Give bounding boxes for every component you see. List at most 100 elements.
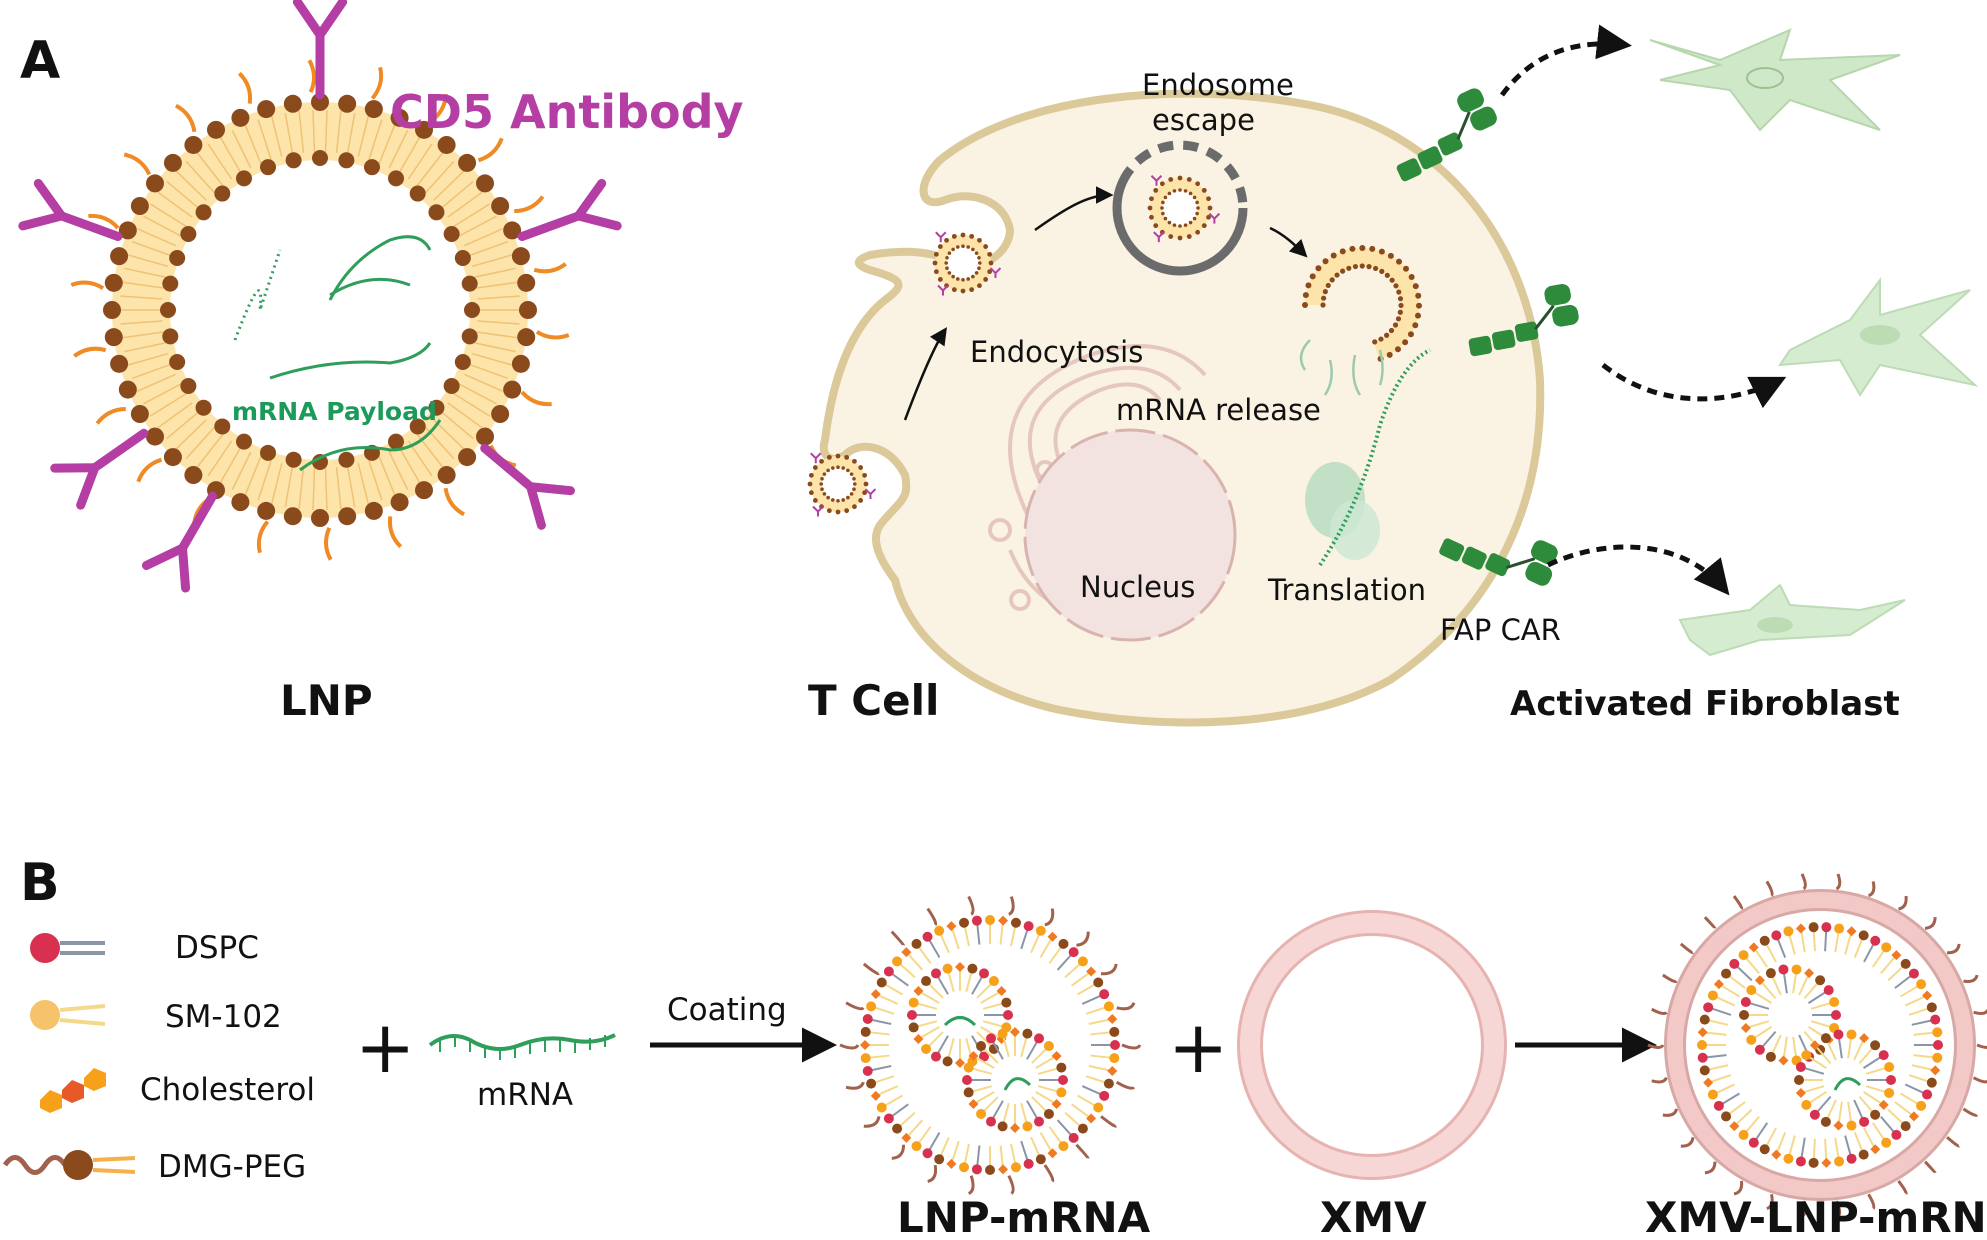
lipid-tail xyxy=(120,320,163,325)
lipid-head xyxy=(831,466,835,470)
lipid-head xyxy=(1699,1065,1710,1076)
lipid-head xyxy=(836,465,840,470)
lipid-head xyxy=(836,499,840,503)
lipid-head xyxy=(987,251,993,257)
xmv-lnp-mrna-particle xyxy=(1647,873,1987,1218)
lipid-head xyxy=(819,482,823,486)
lnp-core xyxy=(170,160,470,460)
lipid-head xyxy=(1010,917,1021,928)
lipid-head xyxy=(860,1026,871,1037)
peg-chain xyxy=(1679,942,1694,955)
lipid-head xyxy=(1415,292,1422,299)
peg-chain xyxy=(1976,1043,1987,1049)
cholesterol-mark xyxy=(1930,1065,1941,1076)
lipid-head xyxy=(104,273,123,292)
lipid-head xyxy=(130,405,149,423)
cholesterol-mark xyxy=(1740,1022,1751,1033)
lipid-head xyxy=(1699,1014,1710,1025)
lipid-head xyxy=(1721,968,1732,979)
lipid-tail xyxy=(433,170,465,201)
peg-chain xyxy=(428,93,449,124)
lipid-head xyxy=(364,501,383,520)
lipid-head xyxy=(1884,1062,1895,1073)
lipid-tail xyxy=(124,267,166,278)
lipid-head xyxy=(934,1154,945,1165)
lipid-head xyxy=(236,170,252,187)
lipid-head xyxy=(974,251,979,255)
lipid-tail xyxy=(447,402,483,429)
lipid-head xyxy=(1808,922,1819,933)
lipid-tail xyxy=(131,363,172,380)
cholesterol-mark xyxy=(913,1034,924,1044)
lipid-head xyxy=(1068,1132,1079,1143)
lipid-head xyxy=(988,976,999,987)
lipid-head xyxy=(822,472,827,476)
lipid-head xyxy=(1043,1041,1054,1052)
peg-chain xyxy=(1651,1007,1668,1016)
lipid-tail xyxy=(136,373,176,393)
lipid-tail xyxy=(270,463,283,505)
cholesterol-mark xyxy=(901,1132,912,1143)
cholesterol-mark xyxy=(870,1090,881,1101)
lipid-head xyxy=(1771,930,1782,941)
peg-chain xyxy=(95,406,126,425)
lipid-head xyxy=(1412,283,1419,290)
mrna-release-label: mRNA release xyxy=(1116,393,1321,427)
peg-chain xyxy=(520,390,552,407)
lipid-head xyxy=(1870,935,1881,946)
antibody-icon xyxy=(812,505,824,517)
endosome-escape-line2: escape xyxy=(1152,103,1255,137)
peg-chain xyxy=(1765,880,1774,897)
fibroblast-1 xyxy=(1649,28,1901,132)
lipid-head xyxy=(1109,1053,1120,1064)
lipid-head xyxy=(1697,1052,1708,1063)
lipid-tail xyxy=(474,267,516,278)
lipid-head xyxy=(1397,296,1404,302)
lipid-head xyxy=(944,237,949,243)
lipid-head xyxy=(979,1051,989,1062)
antibody-icon xyxy=(517,178,622,241)
lipid-head xyxy=(517,328,536,347)
lipid-head xyxy=(1035,1154,1046,1165)
peg-chain xyxy=(477,137,504,163)
lipid-head xyxy=(1858,930,1869,941)
lipid-tail xyxy=(468,363,509,380)
lipid-head xyxy=(1834,1156,1845,1167)
antibody-icon xyxy=(480,443,575,530)
lipid-head xyxy=(454,353,471,370)
peg-chain xyxy=(1680,1137,1695,1148)
cholesterol-mark xyxy=(1107,1014,1118,1025)
lipid-tail xyxy=(459,215,497,237)
lipid-head xyxy=(1738,950,1749,961)
lipid-head xyxy=(1398,302,1404,309)
lipid-head xyxy=(1178,224,1182,228)
lipid-head xyxy=(977,266,981,270)
mrna-strands xyxy=(233,235,442,472)
lipid-head xyxy=(1093,977,1104,988)
lipid-head xyxy=(945,266,949,270)
released-mrna xyxy=(1299,339,1384,396)
peg-chain xyxy=(237,71,253,104)
lipid-head xyxy=(409,418,426,435)
lipid-tail xyxy=(407,143,433,180)
lipid-head xyxy=(1922,1089,1933,1100)
lipid-tail xyxy=(185,426,215,460)
lipid-head xyxy=(231,493,250,512)
peg-chain xyxy=(174,103,197,133)
lipid-tail xyxy=(1904,994,1928,1007)
peg-chain xyxy=(370,66,384,100)
lipid-tail xyxy=(1798,972,1811,996)
lipid-head xyxy=(1207,205,1213,211)
lipid-head xyxy=(960,288,966,294)
lipid-head xyxy=(145,427,164,446)
lipid-head xyxy=(876,1102,887,1113)
panel-a-letter: A xyxy=(20,31,60,91)
peg-chains xyxy=(70,59,570,561)
lipid-head xyxy=(820,477,824,481)
lipid-head xyxy=(1765,1051,1776,1062)
lipid-head xyxy=(1808,1157,1819,1168)
lipid-tail xyxy=(149,203,187,227)
lipid-head xyxy=(118,380,137,399)
antibody-icon xyxy=(292,0,348,100)
lipid-head xyxy=(1359,263,1365,269)
